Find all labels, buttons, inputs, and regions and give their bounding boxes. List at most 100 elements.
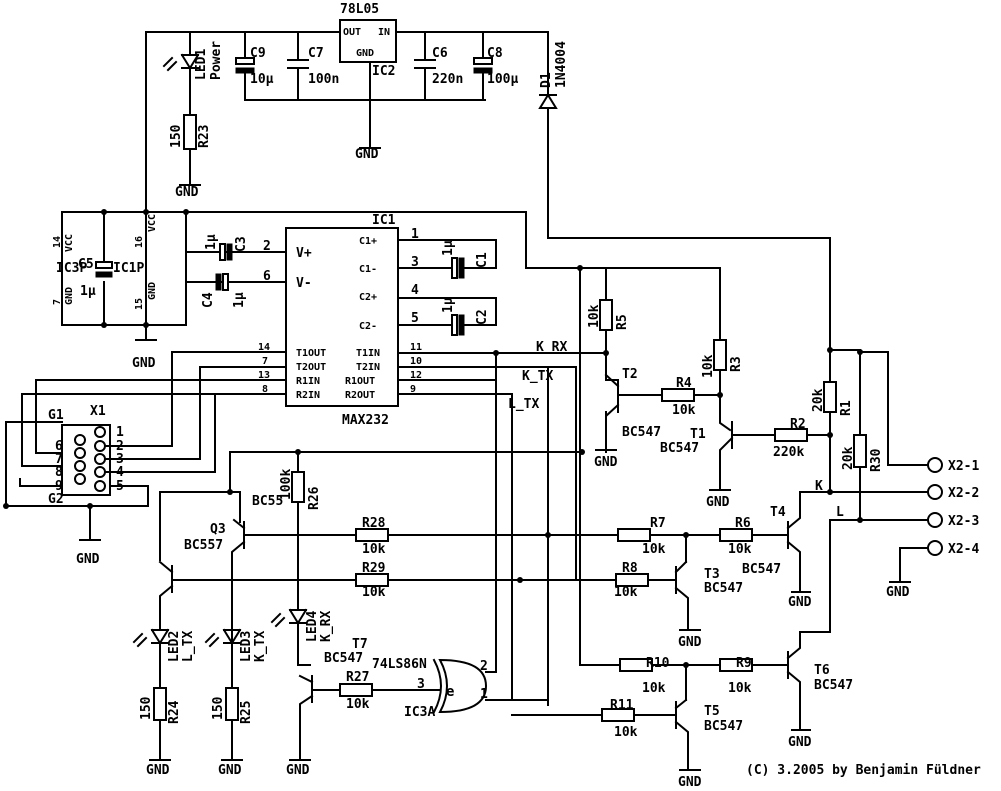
r27-value: 10k xyxy=(346,697,370,712)
ic1-pin6-name: V- xyxy=(296,276,312,291)
gnd-x2: GND xyxy=(886,585,910,600)
c6-ref: C6 xyxy=(432,46,448,61)
supply-decoupling: 14 VCC 16 VCC IC3P IC1P C5 1µ 7 GND 15 G… xyxy=(52,209,613,371)
r30-value: 20k xyxy=(841,446,856,470)
c3-ref: C3 xyxy=(234,236,249,252)
net-k-rx: K_RX xyxy=(536,340,567,355)
ic1-pin10-num: 10 xyxy=(410,356,422,367)
x1-pin6: 6 xyxy=(55,439,63,454)
power-supply: 78L05 OUT IN GND IC2 GND C9 10µ C7 100n … xyxy=(145,2,831,351)
ic1-pin2-num: 2 xyxy=(263,239,271,254)
r25-ref: R25 xyxy=(239,701,254,724)
d1-ref: D1 xyxy=(539,72,554,88)
ic1-pin7-name: T2OUT xyxy=(296,362,326,373)
ic1-pin8-name: R2IN xyxy=(296,390,320,401)
t1-ref: T1 xyxy=(690,427,706,442)
ic2-out-label: OUT xyxy=(343,27,361,38)
gnd-power-block: GND xyxy=(132,356,156,371)
ic2-name: 78L05 xyxy=(340,2,379,17)
ic1-pin12-num: 12 xyxy=(410,370,422,381)
bc55-overlap-label: BC55 xyxy=(252,494,283,509)
t1-type: BC547 xyxy=(660,441,699,456)
r8-ref: R8 xyxy=(622,561,638,576)
t3-t4-stage: R7 10k R6 10k T4 BC547 GND R8 10k T3 BC5… xyxy=(547,491,812,650)
copyright: (C) 3.2005 by Benjamin Füldner xyxy=(746,763,981,778)
ic3a-symbol: e xyxy=(446,684,454,700)
gnd-r23: GND xyxy=(175,185,199,200)
c8-value: 100µ xyxy=(487,72,518,87)
c7-value: 100n xyxy=(308,72,339,87)
ic1-pin5-name: C2- xyxy=(359,321,377,332)
c4-value: 1µ xyxy=(232,292,247,308)
ic1-pin14-name: T1OUT xyxy=(296,348,326,359)
r1-value: 20k xyxy=(811,388,826,412)
r8-value: 10k xyxy=(614,585,638,600)
gnd-x1: GND xyxy=(76,552,100,567)
t2-stage: 10k R5 T2 BC547 R4 10k GND 10k R3 T1 BC5… xyxy=(587,267,831,510)
gnd-t3: GND xyxy=(678,635,702,650)
ic1-pin7-num: 7 xyxy=(262,356,268,367)
x1-pin8: 8 xyxy=(55,465,63,480)
ic1-pin12-name: R1OUT xyxy=(345,376,375,387)
r28-value: 10k xyxy=(362,542,386,557)
r2-ref: R2 xyxy=(790,417,806,432)
led2-ref: LED2 xyxy=(167,631,182,662)
ic1-pin13-name: R1IN xyxy=(296,376,320,387)
ic1-pin10-name: T2IN xyxy=(356,362,380,373)
pin14-label: 14 xyxy=(52,236,63,248)
ic1-pin13-num: 13 xyxy=(258,370,270,381)
r1-ref: R1 xyxy=(839,400,854,416)
ic1-pin11-name: T1IN xyxy=(356,348,380,359)
ic1-pin14-num: 14 xyxy=(258,342,270,353)
gnd-t7: GND xyxy=(286,763,310,778)
ic2-regulator xyxy=(339,19,397,63)
r27-ref: R27 xyxy=(346,670,369,685)
q3-ref: Q3 xyxy=(210,522,226,537)
r10-ref: R10 xyxy=(646,656,670,671)
c3-value: 1µ xyxy=(204,234,219,250)
ic1-max232: IC1 MAX232 2 V+ 6 V- 14 T1OUT 7 T2OUT 13… xyxy=(171,213,607,428)
c8-ref: C8 xyxy=(487,46,503,61)
led1-ref: LED1 xyxy=(194,49,209,80)
pin15-label: 15 xyxy=(134,298,145,310)
ic1-pin4-name: C2+ xyxy=(359,292,377,303)
c7-ref: C7 xyxy=(308,46,324,61)
r9-value: 10k xyxy=(728,681,752,696)
r6-ref: R6 xyxy=(735,516,751,531)
ic3a-pin3: 3 xyxy=(417,677,425,692)
t5-ref: T5 xyxy=(704,704,720,719)
led2-label: L_TX xyxy=(181,631,196,662)
t5-t6-stage: R10 10k R9 10k T6 BC547 GND R11 10k T5 B… xyxy=(511,519,853,790)
ic2-gnd-label: GND xyxy=(356,48,374,59)
x1-ref: X1 xyxy=(90,404,106,419)
x2-4-terminal xyxy=(927,540,943,556)
ic1-pin9-name: R2OUT xyxy=(345,390,375,401)
led4-label: K_RX xyxy=(319,611,334,642)
r23-value: 150 xyxy=(169,124,184,148)
ic1-pin5-num: 5 xyxy=(411,311,419,326)
r26-value: 100k xyxy=(279,469,294,500)
ic1-pin9-num: 9 xyxy=(410,384,416,395)
xor-gate-body xyxy=(438,658,488,714)
t6-type: BC547 xyxy=(814,678,853,693)
net-k-tx: K_TX xyxy=(522,369,553,384)
c1-ref: C1 xyxy=(475,252,490,268)
r25-value: 150 xyxy=(211,696,226,720)
gnd-ic2: GND xyxy=(355,147,379,162)
t7-type: BC547 xyxy=(324,651,363,666)
ic1-pin3-name: C1- xyxy=(359,264,377,275)
vcc-label-2: VCC xyxy=(147,214,158,232)
c5-ref: C5 xyxy=(78,257,94,272)
r5-value: 10k xyxy=(587,304,602,328)
ic1p-label: IC1P xyxy=(113,261,144,276)
led3-label: K_TX xyxy=(253,631,268,662)
ic1-pin4-num: 4 xyxy=(411,283,419,298)
led1-label: Power xyxy=(209,41,224,80)
ic1-pin6-num: 6 xyxy=(263,269,271,284)
ic1-pin8-num: 8 xyxy=(262,384,268,395)
x1-pin7: 7 xyxy=(55,452,63,467)
r24-ref: R24 xyxy=(167,700,182,724)
r9-ref: R9 xyxy=(736,656,752,671)
x1-db9-connector: X1 G1 G2 1 2 3 4 5 6 7 8 9 GND xyxy=(3,351,231,567)
pin7-label: 7 xyxy=(52,299,63,305)
